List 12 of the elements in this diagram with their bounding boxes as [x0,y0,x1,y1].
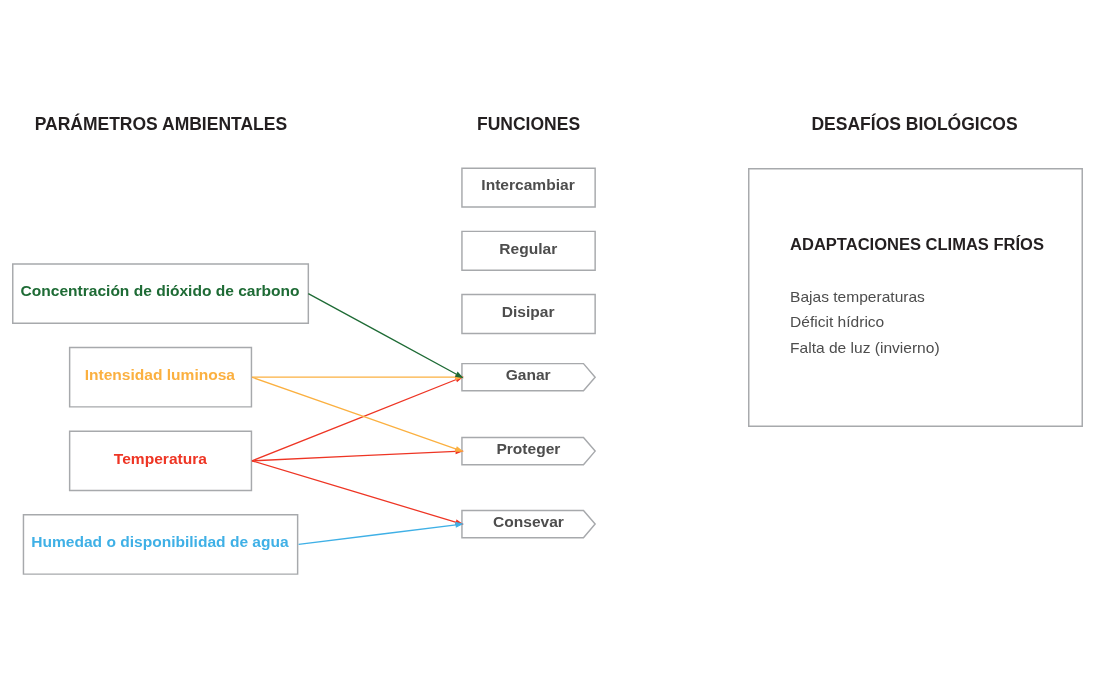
node-box: Concentración de dióxido de carbono [12,262,310,324]
label: DESAFÍOS BIOLÓGICOS [811,113,1018,134]
node-box: Temperatura [68,429,253,491]
label: FUNCIONES [477,113,581,134]
arrow [297,521,464,545]
node-box: ADAPTACIONES CLIMAS FRÍOS Bajas temperaturas Déficit hídrico Falta de luz (invierno) [748,167,1083,427]
node-box: Intensidad luminosa [68,346,253,408]
node-box: Regular [461,230,596,271]
label: PARÁMETROS AMBIENTALES [34,113,288,134]
node-box: Intercambiar [461,166,596,208]
node-box: Disipar [461,293,596,334]
node-box: Humedad o disponibilidad de agua [22,513,299,575]
